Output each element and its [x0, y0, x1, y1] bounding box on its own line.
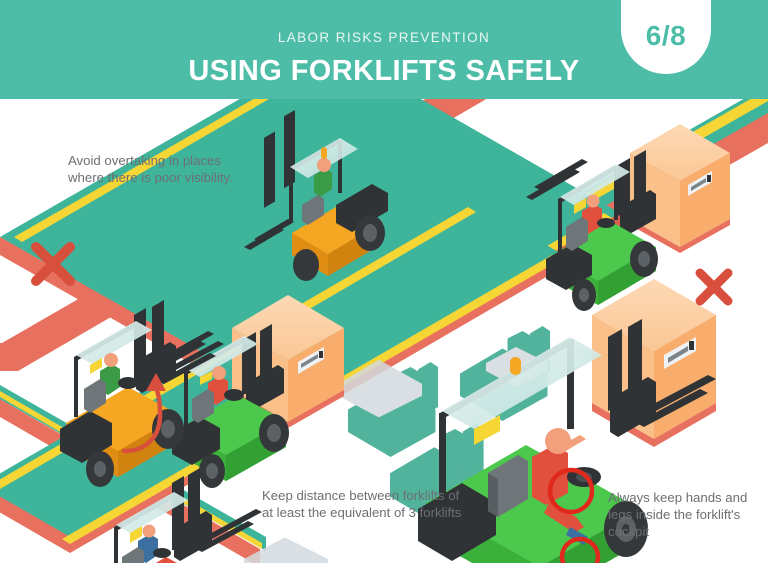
shipping-label-icon — [664, 337, 696, 369]
caption-avoid-overtaking: Avoid overtaking in places where there i… — [68, 153, 233, 185]
x-mark-cockpit — [695, 268, 733, 306]
lane-change-arrow — [121, 373, 166, 454]
illustration-scene: Avoid overtaking in places where there i… — [0, 99, 768, 563]
shipping-label-icon — [688, 171, 712, 196]
page-number-text: 6/8 — [645, 20, 687, 51]
forklift-top-yellow — [244, 109, 388, 281]
forklift-right-green — [526, 150, 658, 311]
caption-keep-hands-inside: Always keep hands and legs inside the fo… — [608, 490, 748, 539]
x-mark-overtaking — [31, 242, 75, 286]
caption-keep-distance: Keep distance between forklifts of at le… — [262, 488, 462, 520]
page-title: USING FORKLIFTS SAFELY — [188, 55, 580, 87]
unsafe-limb-highlights — [547, 467, 601, 563]
shipping-label-icon — [298, 347, 324, 374]
page-header: LABOR RISKS PREVENTION USING FORKLIFTS S… — [0, 0, 768, 99]
header-kicker: LABOR RISKS PREVENTION — [277, 30, 491, 45]
page-number-badge: 6/8 — [621, 0, 711, 74]
forklift-lower-red — [114, 468, 262, 563]
forklift-mid-green — [150, 324, 289, 488]
forklift-left-yellow — [60, 300, 224, 487]
forklift-cockpit-green — [418, 319, 716, 563]
forklift-illustration — [0, 99, 768, 563]
